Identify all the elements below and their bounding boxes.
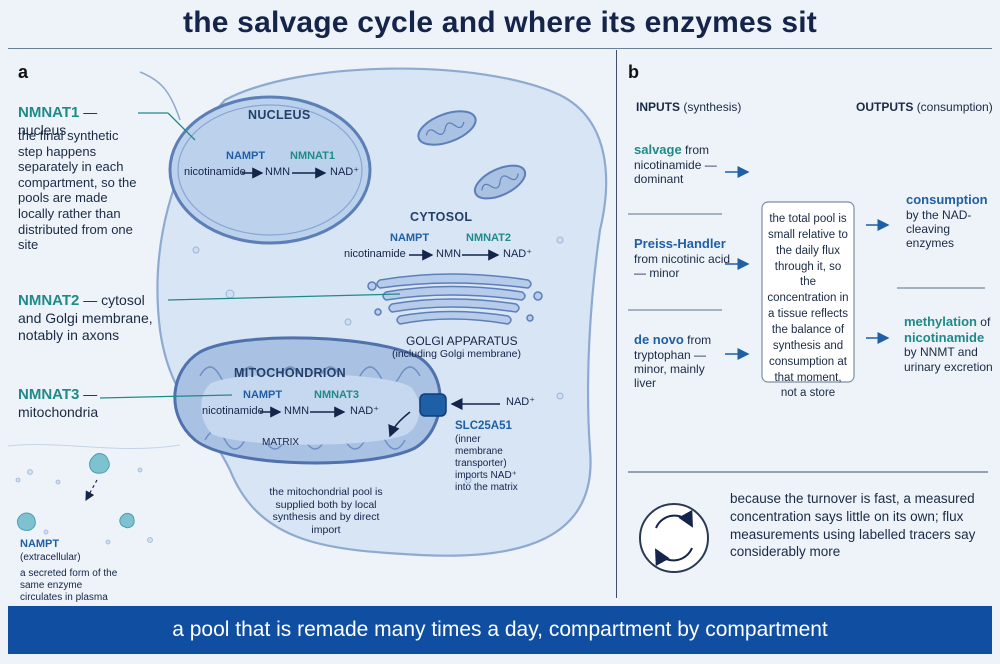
pool-box [761, 201, 855, 383]
nmnat1-name: NMNAT1 [18, 104, 80, 121]
mito-pool-note: the mitochondrial pool is supplied both … [269, 486, 383, 536]
nmnat3-name: NMNAT3 [18, 386, 80, 403]
golgi-label: GOLGI APPARATUS [406, 334, 518, 348]
footer-bar [8, 606, 992, 654]
mito-substrate: nicotinamide [202, 405, 264, 417]
mito-nmn: NMN [284, 405, 310, 417]
golgi-sublabel: (including Golgi membrane) [392, 348, 521, 360]
output-methylation: methylation of nicotinamide by NNMT and … [904, 314, 994, 374]
output-consumption-name: consumption [906, 192, 988, 207]
input-de-novo-desc: from tryptophan — minor, mainly liver [634, 333, 712, 391]
nucleus-label: NUCLEUS [248, 108, 311, 122]
output-methylation-pre: methylation [904, 314, 977, 329]
cytosol-enzyme-nmnat2: NMNAT2 [466, 232, 512, 244]
input-preiss-handler: Preiss-Handler from nicotinic acid — min… [634, 236, 734, 280]
input-preiss-handler-name: Preiss-Handler [634, 236, 726, 251]
transporter-name: SLC25A51 [455, 420, 512, 432]
nmnat2-location: — cytosol and Golgi membrane, notably in… [18, 292, 153, 343]
input-de-novo-name: de novo [634, 332, 684, 347]
turnover-cycle-icon [639, 503, 709, 573]
input-de-novo: de novo from tryptophan — minor, mainly … [634, 332, 730, 391]
cytosol-substrate: nicotinamide [344, 248, 406, 260]
mito-nad: NAD⁺ [350, 405, 380, 417]
mito-enzyme-nampt: NAMPT [243, 389, 283, 401]
outputs-header-sub: (consumption) [916, 100, 993, 114]
output-methylation-desc: by NNMT and urinary excretion [904, 345, 993, 374]
matrix-label: MATRIX [262, 437, 300, 448]
panel-a-label: a [18, 62, 29, 82]
panel-b-label: b [628, 62, 639, 82]
nmnat3-location: — mitochondria [18, 386, 99, 420]
golgi-stacks [367, 273, 543, 325]
output-consumption: consumption by the NAD-cleaving enzymes [906, 192, 990, 251]
nmnat2-name: NMNAT2 [18, 292, 80, 309]
nmnat1-description: the final synthetic step happens separat… [18, 128, 137, 253]
turnover-note: because the turnover is fast, a measured… [730, 491, 976, 560]
extracellular-sublabel: (extracellular) [20, 552, 81, 563]
cytosol-enzyme-nampt: NAMPT [390, 232, 430, 244]
nmnat1-callout: NMNAT1 — nucleus [18, 104, 146, 139]
cytosol-label: CYTOSOL [410, 210, 473, 224]
title-rule [8, 48, 992, 49]
output-methylation-name: nicotinamide [904, 329, 985, 345]
nucleus-nmn: NMN [265, 166, 291, 178]
output-methylation-mid: of [976, 315, 991, 329]
output-consumption-desc: by the NAD-cleaving enzymes [906, 207, 972, 251]
footer-caption: a pool that is remade many times a day, … [172, 618, 828, 641]
mitochondrion-label: MITOCHONDRION [234, 366, 346, 380]
inputs-header-sub: (synthesis) [683, 100, 742, 114]
nucleus-shape [168, 95, 372, 245]
nmnat2-callout: NMNAT2 — cytosol and Golgi membrane, not… [18, 292, 168, 344]
input-salvage-desc: from nicotinamide — dominant [634, 143, 717, 186]
nmnat3-callout: NMNAT3 — mitochondria [18, 386, 104, 421]
input-preiss-handler-desc: from nicotinic acid — minor [634, 251, 731, 280]
nucleus-enzyme-nampt: NAMPT [226, 150, 266, 162]
input-salvage-name: salvage [634, 142, 682, 157]
inputs-header: INPUTS (synthesis) [636, 100, 741, 114]
inputs-header-text: INPUTS [636, 100, 681, 114]
input-salvage: salvage from nicotinamide — dominant [634, 142, 726, 186]
pool-box-text: the total pool is small relative to the … [767, 213, 849, 400]
cytosol-nmn: NMN [436, 248, 462, 260]
small-mitochondrion-2 [473, 164, 527, 200]
imported-nad: NAD⁺ [506, 396, 536, 408]
transporter-description: (inner membrane transporter) imports NAD… [455, 434, 518, 493]
nmnat1-location: — nucleus [18, 104, 98, 138]
panel-divider [616, 50, 617, 598]
nucleus-nad: NAD⁺ [330, 166, 360, 178]
extracellular-description: a secreted form of the same enzyme circu… [20, 568, 118, 603]
extracellular-nampt-blobs [16, 453, 135, 531]
outputs-header: OUTPUTS (consumption) [856, 100, 993, 114]
mito-enzyme-nmnat3: NMNAT3 [314, 389, 360, 401]
cytosol-nad: NAD⁺ [503, 248, 533, 260]
outputs-header-text: OUTPUTS [856, 100, 914, 114]
small-mitochondrion-1 [417, 110, 477, 146]
nucleus-enzyme-nmnat1: NMNAT1 [290, 150, 336, 162]
transporter-slc25a51 [419, 393, 447, 417]
nucleus-substrate: nicotinamide [184, 166, 246, 178]
extracellular-nampt-name: NAMPT [20, 538, 60, 550]
page-title: the salvage cycle and where its enzymes … [183, 6, 817, 39]
